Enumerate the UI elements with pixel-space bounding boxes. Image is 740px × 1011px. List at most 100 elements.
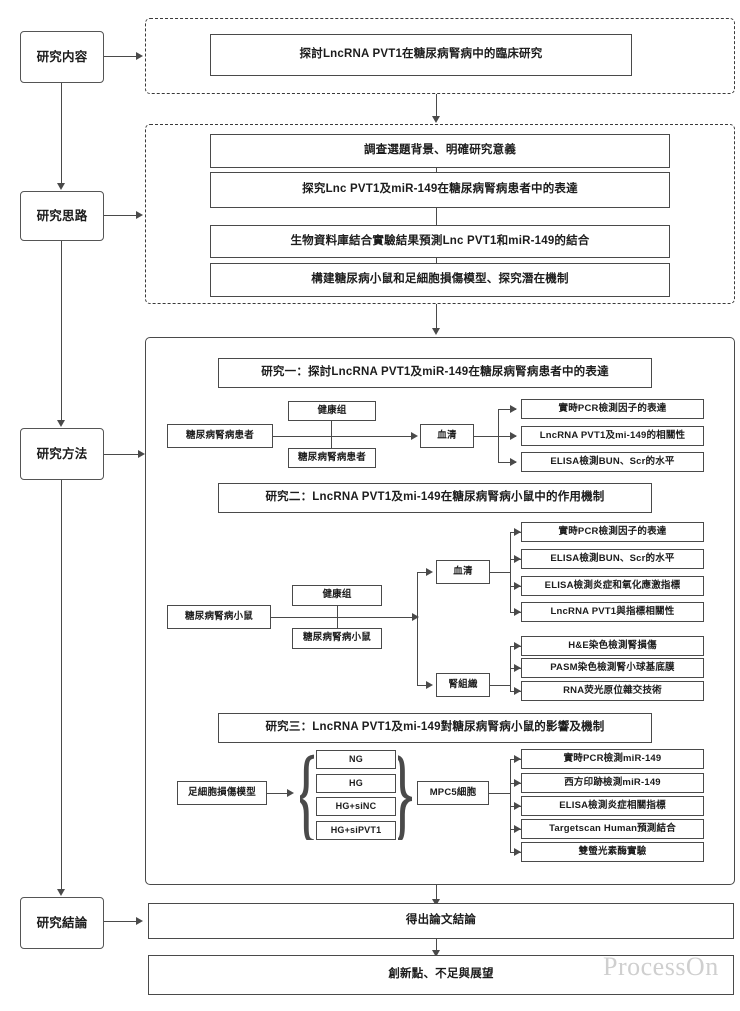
study3-header-box[interactable]: 研究三：LncRNA PVT1及mi-149對糖尿病腎病小鼠的影響及機制 (218, 713, 652, 743)
study3-output-label: Targetscan Human預測結合 (549, 822, 676, 834)
study1-group-patient-box[interactable]: 糖尿病腎病患者 (288, 448, 376, 468)
study3-treatment-box[interactable]: HG+siPVT1 (316, 821, 396, 840)
study1-output-label: ELISA檢測BUN、Scr的水平 (550, 455, 675, 467)
stage-box-research-conclusion[interactable]: 研究結論 (20, 897, 104, 949)
study2-serum-output-box[interactable]: 實時PCR檢測因子的表達 (521, 522, 704, 542)
study2-tissue-output-box[interactable]: PASM染色檢測腎小球基底膜 (521, 658, 704, 678)
arrowhead-down (57, 889, 65, 896)
arrowhead-right (136, 211, 143, 219)
content-item-box[interactable]: 探討LncRNA PVT1在糖尿病腎病中的臨床研究 (210, 34, 632, 76)
connector-approach-3-4 (436, 258, 438, 263)
connector-section2-section3 (436, 304, 438, 328)
study1-source-box[interactable]: 糖尿病腎病患者 (167, 424, 273, 448)
study3-output-box[interactable]: 雙螢光素酶實驗 (521, 842, 704, 862)
study3-treatment-box[interactable]: NG (316, 750, 396, 769)
study1-group-healthy-box[interactable]: 健康组 (288, 401, 376, 421)
study3-output-box[interactable]: 實時PCR檢測miR-149 (521, 749, 704, 769)
approach-section-container (145, 124, 735, 304)
study3-cell-label: MPC5細胞 (429, 786, 477, 798)
arrowhead-down (432, 950, 440, 957)
study2-serum-output-label: ELISA檢測BUN、Scr的水平 (550, 552, 675, 564)
arrowhead-right (287, 789, 294, 797)
study2-tissue-output-label: PASM染色檢測腎小球基底膜 (550, 661, 675, 673)
stage-box-research-content[interactable]: 研究内容 (20, 31, 104, 83)
study3-fan-spine (510, 759, 512, 852)
study1-output-box[interactable]: LncRNA PVT1及mi-149的相關性 (521, 426, 704, 446)
arrowhead-right (514, 582, 521, 590)
stage-box-research-approach[interactable]: 研究思路 (20, 191, 104, 241)
study2-serum-output-box[interactable]: ELISA檢測炎症和氧化應激指標 (521, 576, 704, 596)
study2-tissue-output-box[interactable]: RNA荧光原位雜交技術 (521, 681, 704, 701)
study2-tissue-output-box[interactable]: H&E染色檢測腎損傷 (521, 636, 704, 656)
connector-study2-serum (417, 572, 431, 574)
study3-source-box[interactable]: 足細胞損傷模型 (177, 781, 267, 805)
arrowhead-right (514, 608, 521, 616)
connector-stage-2-3 (61, 241, 63, 420)
study1-header-label: 研究一：探討LncRNA PVT1及miR-149在糖尿病腎病患者中的表達 (261, 366, 609, 379)
connector-stage2-section (104, 215, 136, 217)
study2-group-healthy-box[interactable]: 健康组 (292, 585, 382, 606)
study3-output-box[interactable]: ELISA檢測炎症相關指標 (521, 796, 704, 816)
arrowhead-right (514, 848, 521, 856)
arrowhead-right (411, 432, 418, 440)
study3-output-label: 西方印跡檢測miR-149 (564, 776, 661, 788)
approach-item-box[interactable]: 調查選題背景、明確研究意義 (210, 134, 670, 168)
arrowhead-right (514, 664, 521, 672)
study2-serum-box[interactable]: 血清 (436, 560, 490, 584)
arrowhead-down (57, 183, 65, 190)
study2-tissue-box[interactable]: 腎組織 (436, 673, 490, 697)
approach-item-box[interactable]: 構建糖尿病小鼠和足細胞損傷模型、探究潛在機制 (210, 263, 670, 297)
connector-study2-tissue-fan (490, 685, 510, 687)
study3-treatment-box[interactable]: HG+siNC (316, 797, 396, 816)
study2-tissue-output-label: H&E染色檢測腎損傷 (568, 639, 657, 651)
arrowhead-down (432, 116, 440, 123)
study1-header-box[interactable]: 研究一：探討LncRNA PVT1及miR-149在糖尿病腎病患者中的表達 (218, 358, 652, 388)
arrowhead-right (514, 779, 521, 787)
approach-item-label: 探究Lnc PVT1及miR-149在糖尿病腎病患者中的表達 (302, 183, 578, 196)
arrowhead-right (514, 555, 521, 563)
study1-sample-box[interactable]: 血清 (420, 424, 474, 448)
stage-label: 研究結論 (36, 915, 88, 930)
connector-study2-tissue (417, 685, 431, 687)
arrowhead-right (136, 52, 143, 60)
connector-section1-section2 (436, 94, 438, 116)
study3-cell-box[interactable]: MPC5細胞 (417, 781, 489, 805)
methods-section-container (145, 337, 735, 885)
study1-output-label: LncRNA PVT1及mi-149的相關性 (539, 429, 686, 441)
study1-output-box[interactable]: ELISA檢測BUN、Scr的水平 (521, 452, 704, 472)
study1-output-box[interactable]: 實時PCR檢測因子的表達 (521, 399, 704, 419)
connector-study1-sample-fan (474, 436, 498, 438)
study2-serum-output-box[interactable]: ELISA檢測BUN、Scr的水平 (521, 549, 704, 569)
study3-source-label: 足細胞損傷模型 (188, 786, 256, 798)
conclusion-item-label: 得出論文結論 (405, 914, 477, 927)
study3-output-box[interactable]: 西方印跡檢測miR-149 (521, 773, 704, 793)
study2-tissue-label: 腎組織 (448, 678, 478, 690)
study3-output-box[interactable]: Targetscan Human預測結合 (521, 819, 704, 839)
study2-serum-output-box[interactable]: LncRNA PVT1與指標相關性 (521, 602, 704, 622)
processon-watermark: ProcessOn (603, 952, 719, 981)
connector-study1-out3 (498, 462, 516, 464)
study3-treatment-box[interactable]: HG (316, 774, 396, 793)
study3-treatment-label: NG (349, 754, 363, 765)
study1-group-label: 糖尿病腎病患者 (298, 451, 366, 463)
connector-study1-out2 (498, 436, 516, 438)
study2-group-mouse-box[interactable]: 糖尿病腎病小鼠 (292, 628, 382, 649)
approach-item-box[interactable]: 生物資料庫結合實驗結果預測Lnc PVT1和miR-149的結合 (210, 225, 670, 258)
arrowhead-right (426, 681, 433, 689)
approach-item-box[interactable]: 探究Lnc PVT1及miR-149在糖尿病腎病患者中的表達 (210, 172, 670, 208)
study2-header-box[interactable]: 研究二：LncRNA PVT1及mi-149在糖尿病腎病小鼠中的作用機制 (218, 483, 652, 513)
study3-output-label: 雙螢光素酶實驗 (578, 845, 647, 857)
study2-tissue-output-label: RNA荧光原位雜交技術 (563, 684, 662, 696)
approach-item-label: 構建糖尿病小鼠和足細胞損傷模型、探究潛在機制 (311, 273, 569, 286)
study2-source-box[interactable]: 糖尿病腎病小鼠 (167, 605, 271, 629)
connector-stage-3-4 (61, 480, 63, 889)
arrowhead-down (57, 420, 65, 427)
approach-item-label: 調查選題背景、明確研究意義 (363, 144, 517, 157)
connector-methods-conclusion (436, 885, 438, 899)
conclusion-item-box[interactable]: 得出論文結論 (148, 903, 734, 939)
connector-stage-1-2 (61, 83, 63, 183)
stage-box-research-methods[interactable]: 研究方法 (20, 428, 104, 480)
outlook-item-label: 創新點、不足與展望 (388, 968, 494, 981)
outlook-item-box[interactable]: 創新點、不足與展望 (148, 955, 734, 995)
